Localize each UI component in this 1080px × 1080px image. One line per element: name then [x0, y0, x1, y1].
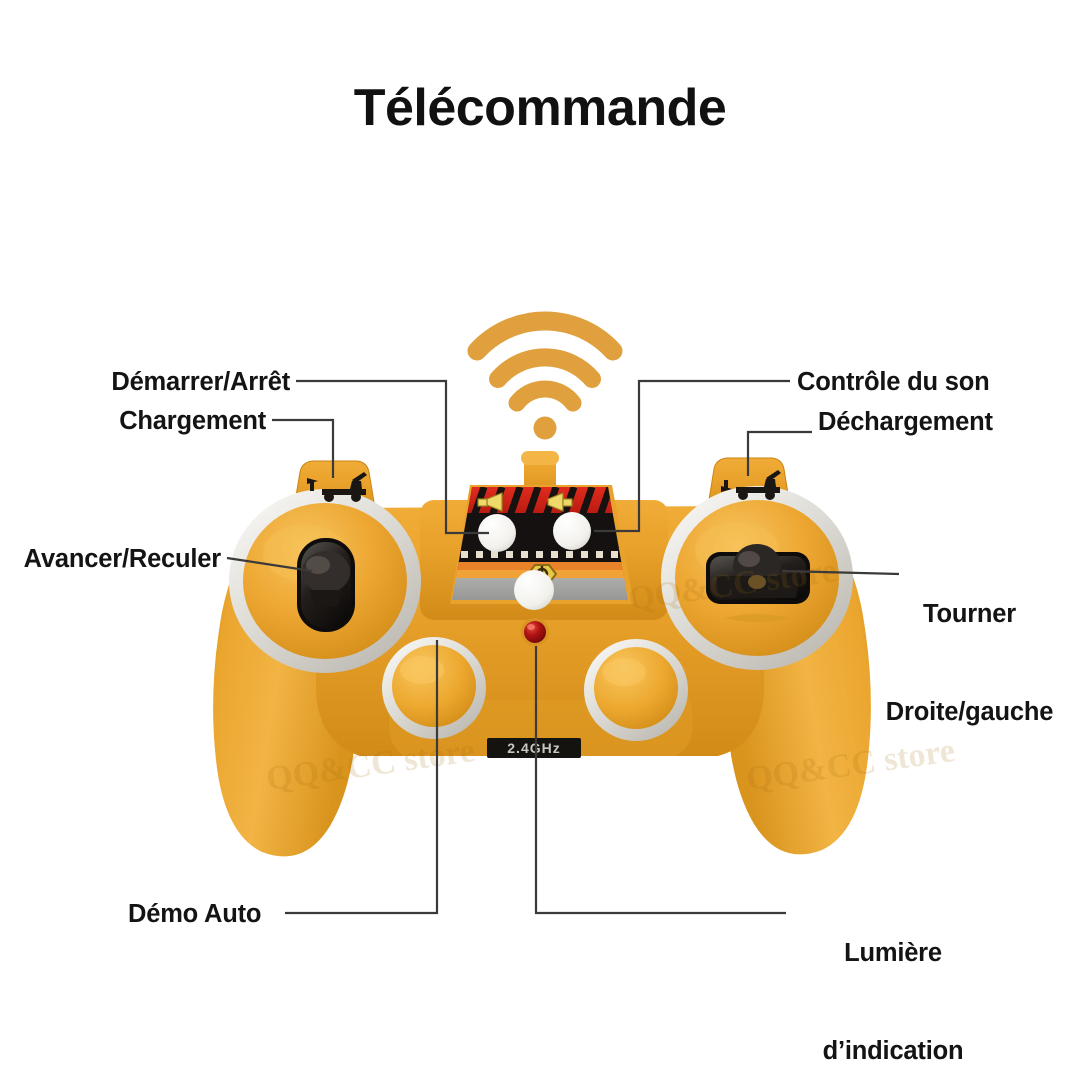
- trigger-button-left[interactable]: [382, 637, 486, 739]
- joystick-left[interactable]: [297, 538, 355, 632]
- callout-turn-line2: Droite/gauche: [885, 698, 1054, 727]
- callout-start-stop: Démarrer/Arrêt: [111, 368, 290, 396]
- callout-forward-backward: Avancer/Reculer: [23, 545, 222, 573]
- svg-text:2.4GHz: 2.4GHz: [507, 740, 560, 756]
- wifi-signal-icon: [467, 311, 623, 440]
- callout-indicator-light: Lumière d’indication: [768, 872, 1018, 1080]
- callout-indicator-line1: Lumière: [844, 939, 942, 968]
- frequency-label: 2.4GHz: [487, 738, 581, 758]
- center-panel-button-right: [553, 512, 591, 550]
- callout-turn: Tourner Droite/gauche: [862, 533, 1077, 794]
- callout-sound-control: Contrôle du son: [797, 368, 990, 396]
- joystick-right[interactable]: [706, 544, 810, 622]
- center-panel-button-bottom: [514, 570, 554, 610]
- page-title: Télécommande: [353, 79, 727, 137]
- trigger-button-right[interactable]: [584, 639, 688, 741]
- callout-indicator-line2: d’indication: [822, 1037, 964, 1066]
- center-panel-button-left: [478, 514, 516, 552]
- horn-icon: [547, 492, 573, 512]
- callout-demo-auto: Démo Auto: [128, 900, 262, 928]
- callout-unloading: Déchargement: [818, 408, 993, 436]
- callout-turn-line1: Tourner: [922, 600, 1017, 629]
- led-indicator: [521, 618, 549, 646]
- callout-loading: Chargement: [119, 407, 266, 435]
